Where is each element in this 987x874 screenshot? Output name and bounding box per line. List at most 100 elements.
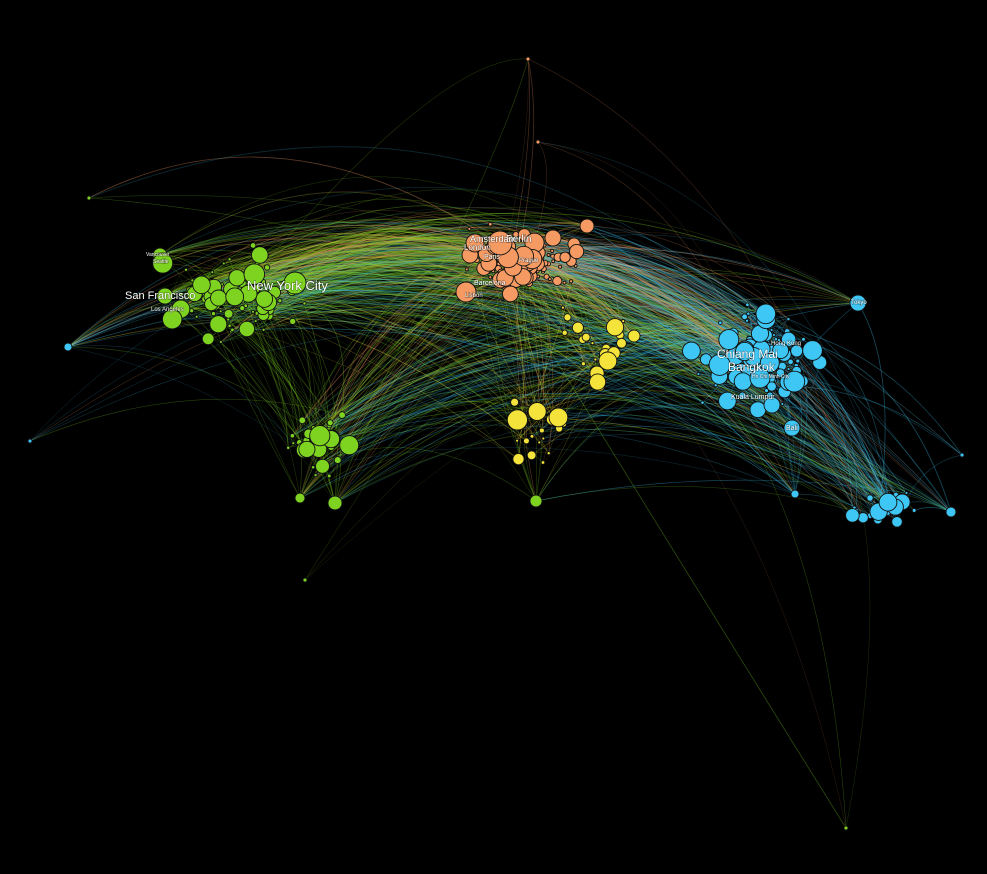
city-node <box>744 318 750 323</box>
city-node <box>561 329 568 336</box>
connection-edge <box>29 276 506 442</box>
city-node <box>510 397 520 407</box>
city-node <box>527 402 547 421</box>
connection-edge <box>537 260 851 519</box>
connection-edge <box>537 141 746 351</box>
connection-edge <box>234 257 889 501</box>
connection-edge <box>596 367 783 405</box>
connection-edge <box>311 394 884 504</box>
city-node <box>558 264 563 269</box>
connection-edge <box>311 424 796 495</box>
connection-edge <box>218 258 903 503</box>
connection-edge <box>159 232 720 377</box>
connection-edge <box>494 260 889 501</box>
city-node <box>156 287 174 305</box>
connection-edge <box>517 341 745 421</box>
city-node <box>192 275 211 295</box>
connection-edge <box>784 391 903 503</box>
connection-edge <box>245 304 516 403</box>
connection-edge <box>299 353 606 499</box>
connection-edge <box>528 263 793 429</box>
connection-edge <box>294 232 746 351</box>
city-node <box>326 473 332 479</box>
connection-edge <box>214 291 796 495</box>
connection-edge <box>292 357 748 444</box>
connection-edge <box>267 301 518 421</box>
connection-edge <box>171 318 952 513</box>
connection-edge <box>312 273 859 468</box>
connection-edge <box>316 317 733 436</box>
connection-edge <box>171 318 294 444</box>
city-node <box>735 341 755 362</box>
connection-edge <box>531 258 742 368</box>
connection-edge <box>221 228 767 320</box>
connection-edge <box>516 334 621 441</box>
connection-edge <box>261 311 907 494</box>
city-node <box>771 333 776 337</box>
city-node <box>593 357 598 362</box>
connection-edge <box>535 263 547 502</box>
connection-edge <box>218 277 758 351</box>
city-node <box>238 320 256 338</box>
connection-edge <box>230 288 889 501</box>
connection-edge <box>88 146 780 341</box>
connection-edge <box>304 258 509 581</box>
connection-edge <box>334 264 488 504</box>
city-node <box>253 319 258 324</box>
connection-edge <box>537 260 796 495</box>
connection-edge <box>558 428 903 503</box>
city-node <box>162 309 183 330</box>
city-node <box>277 298 283 304</box>
city-node <box>786 317 791 322</box>
connection-edge <box>308 291 467 435</box>
connection-edge <box>527 242 775 336</box>
city-node <box>261 327 266 332</box>
connection-edge <box>532 268 853 516</box>
connection-edge <box>585 325 766 349</box>
connection-edge <box>318 338 692 450</box>
connection-edge <box>294 251 485 284</box>
city-node <box>230 327 235 333</box>
connection-edge <box>242 299 743 397</box>
connection-edge <box>334 329 772 504</box>
connection-edge <box>190 290 889 507</box>
connection-edge <box>318 304 761 450</box>
connection-edge <box>334 356 596 504</box>
connection-edge <box>586 225 764 333</box>
connection-edge <box>527 58 857 512</box>
connection-edge <box>329 344 762 426</box>
city-node <box>227 257 232 262</box>
connection-edge <box>575 265 773 353</box>
connection-edge <box>541 423 796 495</box>
connection-edge <box>486 245 847 829</box>
connection-edge <box>241 272 467 293</box>
connection-edge <box>201 284 793 429</box>
city-node <box>209 315 228 334</box>
city-node <box>63 342 73 352</box>
connection-edge <box>228 213 588 315</box>
connection-edge <box>256 263 566 334</box>
connection-edge <box>267 300 736 359</box>
connection-edge <box>29 325 764 442</box>
connection-edge <box>702 402 796 495</box>
connection-edge <box>328 299 859 429</box>
connection-edge <box>67 233 508 348</box>
city-node <box>210 270 215 275</box>
connection-edge <box>210 234 471 290</box>
city-node <box>700 400 705 405</box>
connection-edge <box>255 305 766 351</box>
connection-edge <box>224 292 952 513</box>
city-node <box>563 313 572 322</box>
city-node <box>487 230 513 256</box>
city-node <box>904 491 909 495</box>
connection-edge <box>244 215 588 286</box>
connection-edge <box>261 281 879 520</box>
connection-edge <box>238 224 588 278</box>
connection-edge <box>315 371 739 466</box>
connection-edge <box>29 271 798 442</box>
connection-edge <box>164 237 505 297</box>
connection-edge <box>486 236 761 334</box>
connection-edge <box>486 264 896 508</box>
connection-edge <box>268 315 519 460</box>
connection-edge <box>329 347 783 424</box>
